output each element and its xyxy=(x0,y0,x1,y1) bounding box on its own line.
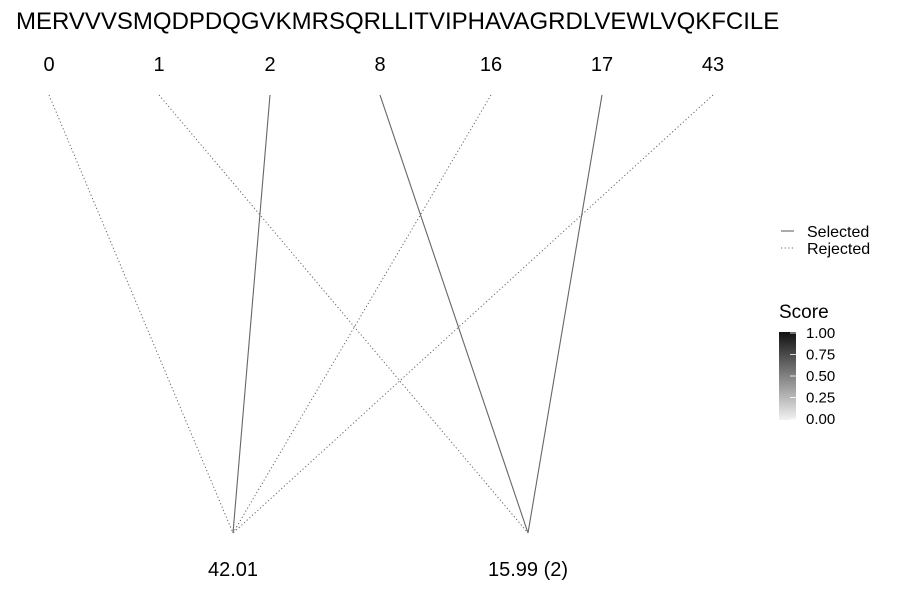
line-type-legend: Selected Rejected xyxy=(781,224,870,258)
position-label: 43 xyxy=(702,54,724,76)
position-labels: 0 1 2 8 16 17 43 xyxy=(43,54,724,76)
mass-label: 42.01 xyxy=(208,559,258,581)
legend-rejected-label: Rejected xyxy=(807,241,870,258)
connection-line-rejected xyxy=(48,94,234,534)
connection-line-rejected xyxy=(232,94,492,534)
position-label: 1 xyxy=(153,54,164,76)
position-label: 16 xyxy=(480,54,502,76)
score-tick-label: 0.00 xyxy=(806,411,835,428)
legend-selected-label: Selected xyxy=(807,224,869,241)
position-label: 17 xyxy=(591,54,613,76)
score-scale-title: Score xyxy=(779,302,829,323)
connection-lines xyxy=(48,94,714,534)
connection-line-selected xyxy=(527,94,603,534)
score-tick-label: 0.50 xyxy=(806,368,835,385)
score-color-bar xyxy=(779,332,796,420)
score-tick-label: 1.00 xyxy=(806,325,835,342)
position-label: 8 xyxy=(374,54,385,76)
position-label: 0 xyxy=(43,54,54,76)
peptide-sequence: MERVVVSMQDPDQGVKMRSQRLLITVIPHAVAGRDLVEWL… xyxy=(16,8,779,35)
connection-line-selected xyxy=(232,94,271,534)
score-scale-ticks: 1.00 0.75 0.50 0.25 0.00 xyxy=(790,325,835,428)
position-label: 2 xyxy=(264,54,275,76)
score-tick-label: 0.75 xyxy=(806,347,835,364)
mass-labels: 42.01 15.99 (2) xyxy=(208,559,568,581)
connection-line-rejected xyxy=(232,94,714,534)
connection-line-selected xyxy=(379,94,529,534)
score-color-scale: Score 1.00 0.75 0.50 0.25 0.00 xyxy=(779,302,835,428)
score-tick-label: 0.25 xyxy=(806,390,835,407)
mass-label: 15.99 (2) xyxy=(488,559,568,581)
